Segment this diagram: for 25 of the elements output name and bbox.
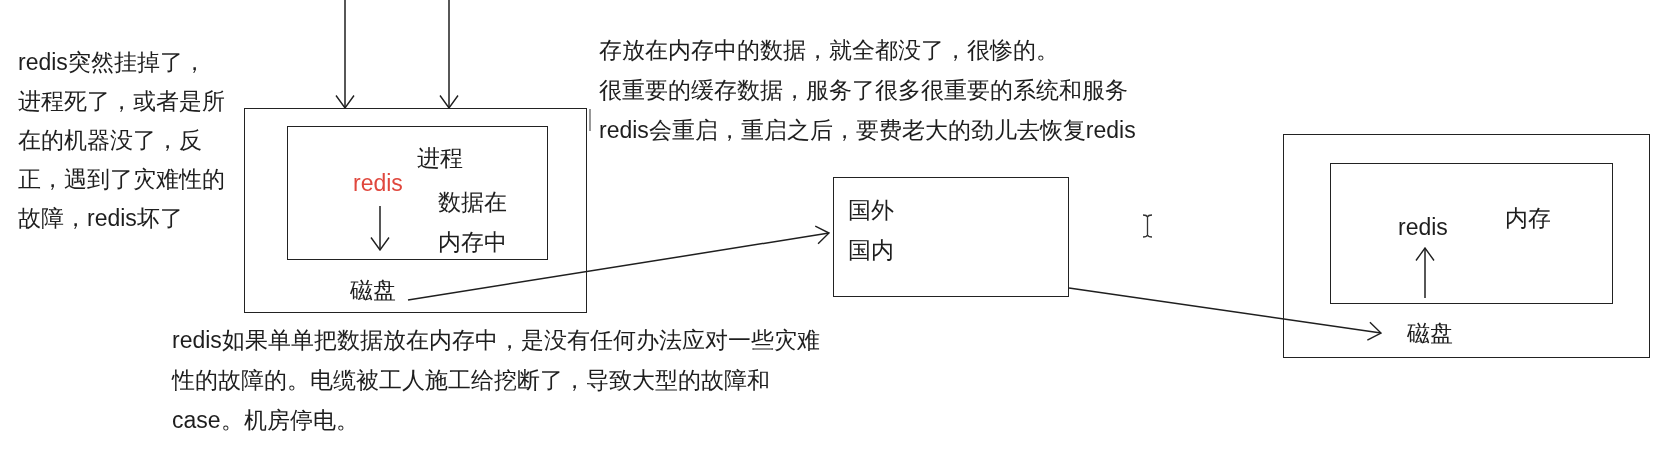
arrow	[439, 0, 459, 109]
arrow	[1415, 247, 1435, 299]
box-label: 国内	[848, 237, 894, 263]
container-box	[1283, 134, 1650, 358]
process-label: redis	[353, 170, 403, 196]
memory-box	[287, 126, 548, 260]
box-label: 数据在内存中	[438, 188, 508, 257]
note-text: 存放在内存中的数据，就全都没了，很惨的。	[599, 36, 1059, 65]
disk-label: 磁盘	[1407, 320, 1453, 346]
box-label: 进程	[417, 145, 463, 171]
note-text: redis突然挂掉了，进程死了，或者是所在的机器没了，反正，遇到了灾难性的故障，redis坏了	[18, 48, 226, 233]
note-text: redis如果单单把数据放在内存中，是没有任何办法应对一些灾难性的故障的。电缆被工人施工给挖断了，导致大型的故障和case。机房停电。	[172, 326, 821, 435]
storage-box	[833, 177, 1069, 297]
memory-box	[1330, 163, 1613, 304]
box-label: 国外	[848, 197, 894, 223]
process-label: redis	[1398, 214, 1448, 240]
note-text: 很重要的缓存数据，服务了很多很重要的系统和服务	[599, 76, 1128, 105]
arrow	[407, 225, 830, 301]
disk-label: 磁盘	[350, 277, 396, 303]
arrow	[1068, 287, 1382, 341]
container-box	[244, 108, 587, 313]
arrow	[370, 205, 390, 251]
note-text: redis会重启，重启之后，要费老大的劲儿去恢复redis	[599, 116, 1136, 145]
arrow	[335, 0, 355, 109]
box-label: 内存	[1505, 205, 1551, 231]
